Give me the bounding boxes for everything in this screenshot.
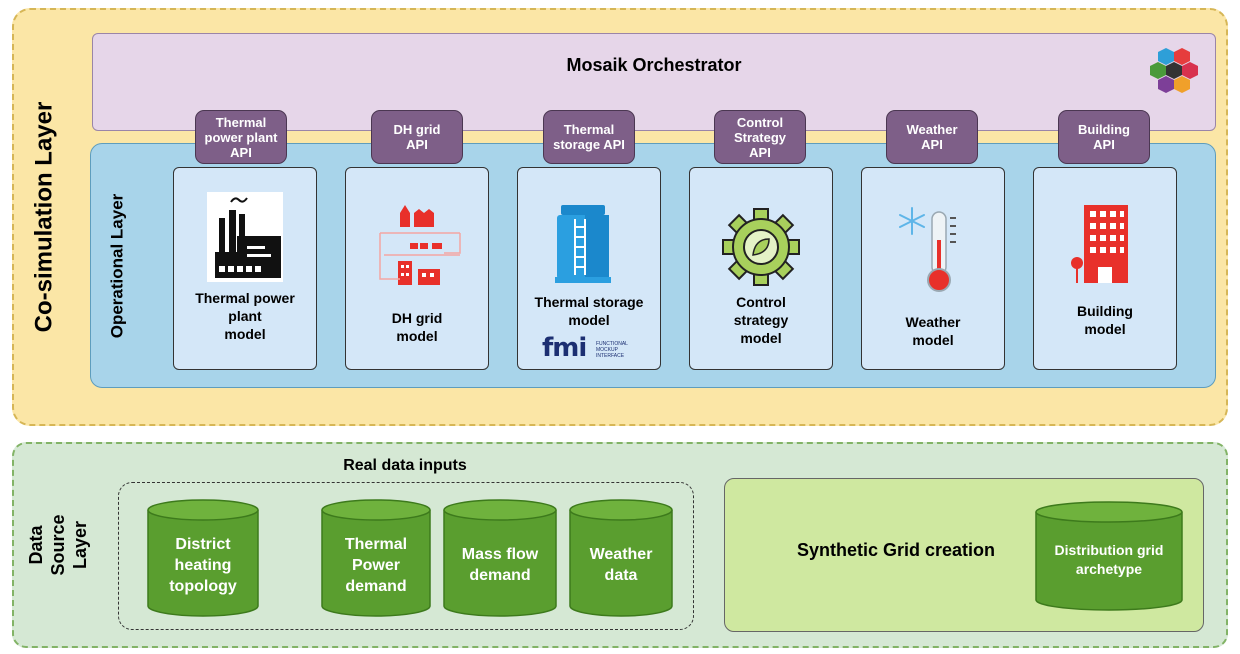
thermal-power-demand-label: Thermal Power demand [344, 535, 408, 595]
dh-grid-model-label: DH grid model [391, 310, 443, 344]
control-strategy-api: Control Strategy API [714, 110, 806, 164]
data-source-layer-label: Data Source Layer [26, 514, 90, 576]
mass-flow-demand-database [443, 499, 557, 617]
real-data-inputs-group [118, 482, 694, 630]
dh-grid-model-box [345, 167, 489, 370]
cosimulation-layer-label: Co-simulation Layer [30, 101, 57, 333]
synthetic-grid-creation-title: Synthetic Grid creation [796, 540, 996, 560]
distribution-grid-archetype-database [1035, 501, 1183, 611]
thermometer-snowflake-icon [899, 207, 956, 292]
distribution-grid-archetype-label: Distribution grid archetype [1054, 542, 1164, 577]
building-icon [1071, 205, 1128, 283]
dh-grid-api: DH grid API [371, 110, 463, 164]
weather-api: Weather API [886, 110, 978, 164]
operational-layer-label: Operational Layer [107, 193, 126, 338]
district-heating-topology-label: District heating topology [169, 535, 237, 595]
weather-data-label: Weather data [589, 546, 653, 584]
thermal-power-plant-model-label: Thermal power plant model [195, 290, 295, 342]
fmi-logo-subtitle: FUNCTIONAL MOCKUP INTERFACE [596, 341, 628, 359]
district-heating-topology-database [147, 499, 259, 617]
power-plant-icon [207, 192, 283, 282]
control-strategy-model-label: Control strategy model [733, 294, 789, 346]
real-data-inputs-title: Real data inputs [343, 457, 467, 474]
gear-leaf-icon [722, 208, 800, 286]
building-model-label: Building model [1077, 303, 1133, 337]
thermal-power-demand-database [321, 499, 431, 617]
thermal-storage-api: Thermal storage API [543, 110, 635, 164]
orchestrator-title: Mosaik Orchestrator [566, 55, 742, 75]
district-heating-grid-icon [379, 205, 461, 285]
thermal-storage-tank-icon [555, 205, 611, 283]
building-api: Building API [1058, 110, 1150, 164]
thermal-power-plant-api: Thermal power plant API [195, 110, 287, 164]
fmi-logo-text: fmi [542, 333, 587, 363]
weather-data-database [569, 499, 673, 617]
mass-flow-demand-label: Mass flow demand [461, 546, 539, 584]
mosaik-hexagon-logo-icon [1150, 48, 1198, 93]
weather-model-label: Weather model [905, 314, 961, 348]
thermal-storage-model-label: Thermal storage model [534, 294, 644, 328]
fmi-logo: fmi FUNCTIONAL MOCKUP INTERFACE [540, 333, 640, 365]
